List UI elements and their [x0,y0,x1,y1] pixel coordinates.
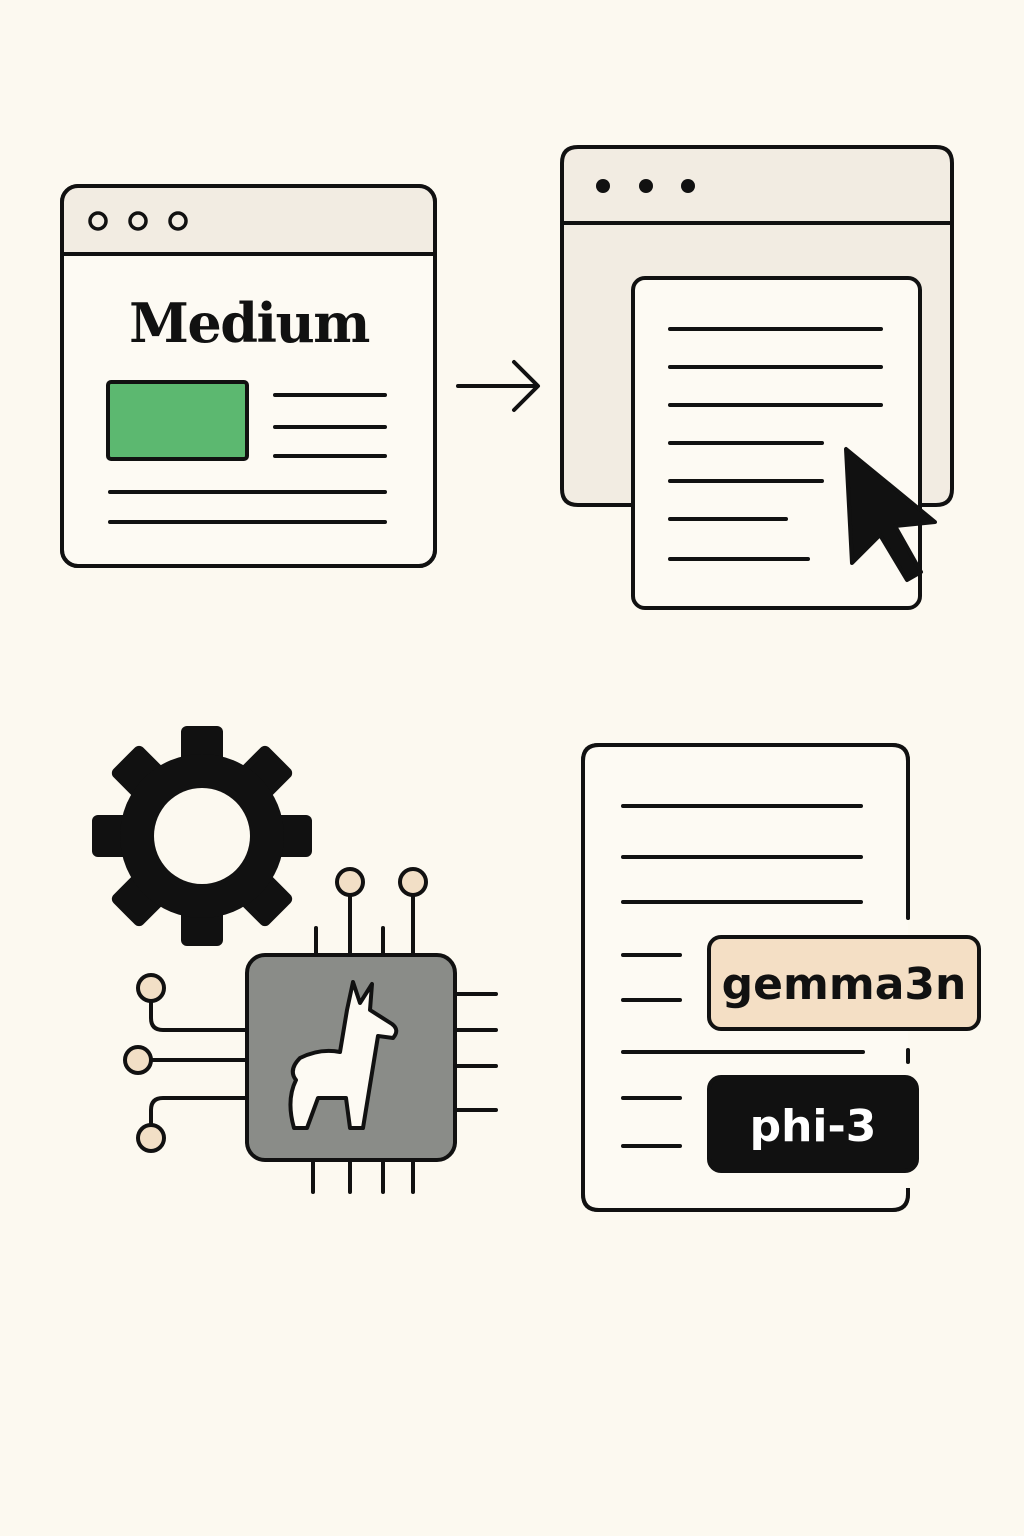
arrow-right-icon [456,360,540,412]
document-icon [631,276,922,610]
llama-icon [288,980,399,1130]
medium-browser-window: Medium [60,184,437,568]
chip-circuit-traces [148,894,498,1194]
mouse-pointer-icon [844,447,937,582]
window-dots-icon [88,211,188,231]
medium-logo: Medium [129,291,369,355]
article-text-lines [108,393,387,524]
model-tag-phi-3: phi-3 [707,1075,919,1173]
document-text-lines [668,327,883,561]
model-label: gemma3n [722,959,967,1010]
model-label: phi-3 [750,1101,877,1152]
chip-icon [245,953,457,1162]
gear-icon [92,726,312,946]
image-placeholder-icon [106,380,249,461]
chip-pin-dots [123,867,428,1153]
document-text-lines [621,804,865,1148]
window-dots-icon [596,179,695,193]
window-titlebar [62,186,435,254]
model-tag-gemma3n: gemma3n [707,935,981,1031]
